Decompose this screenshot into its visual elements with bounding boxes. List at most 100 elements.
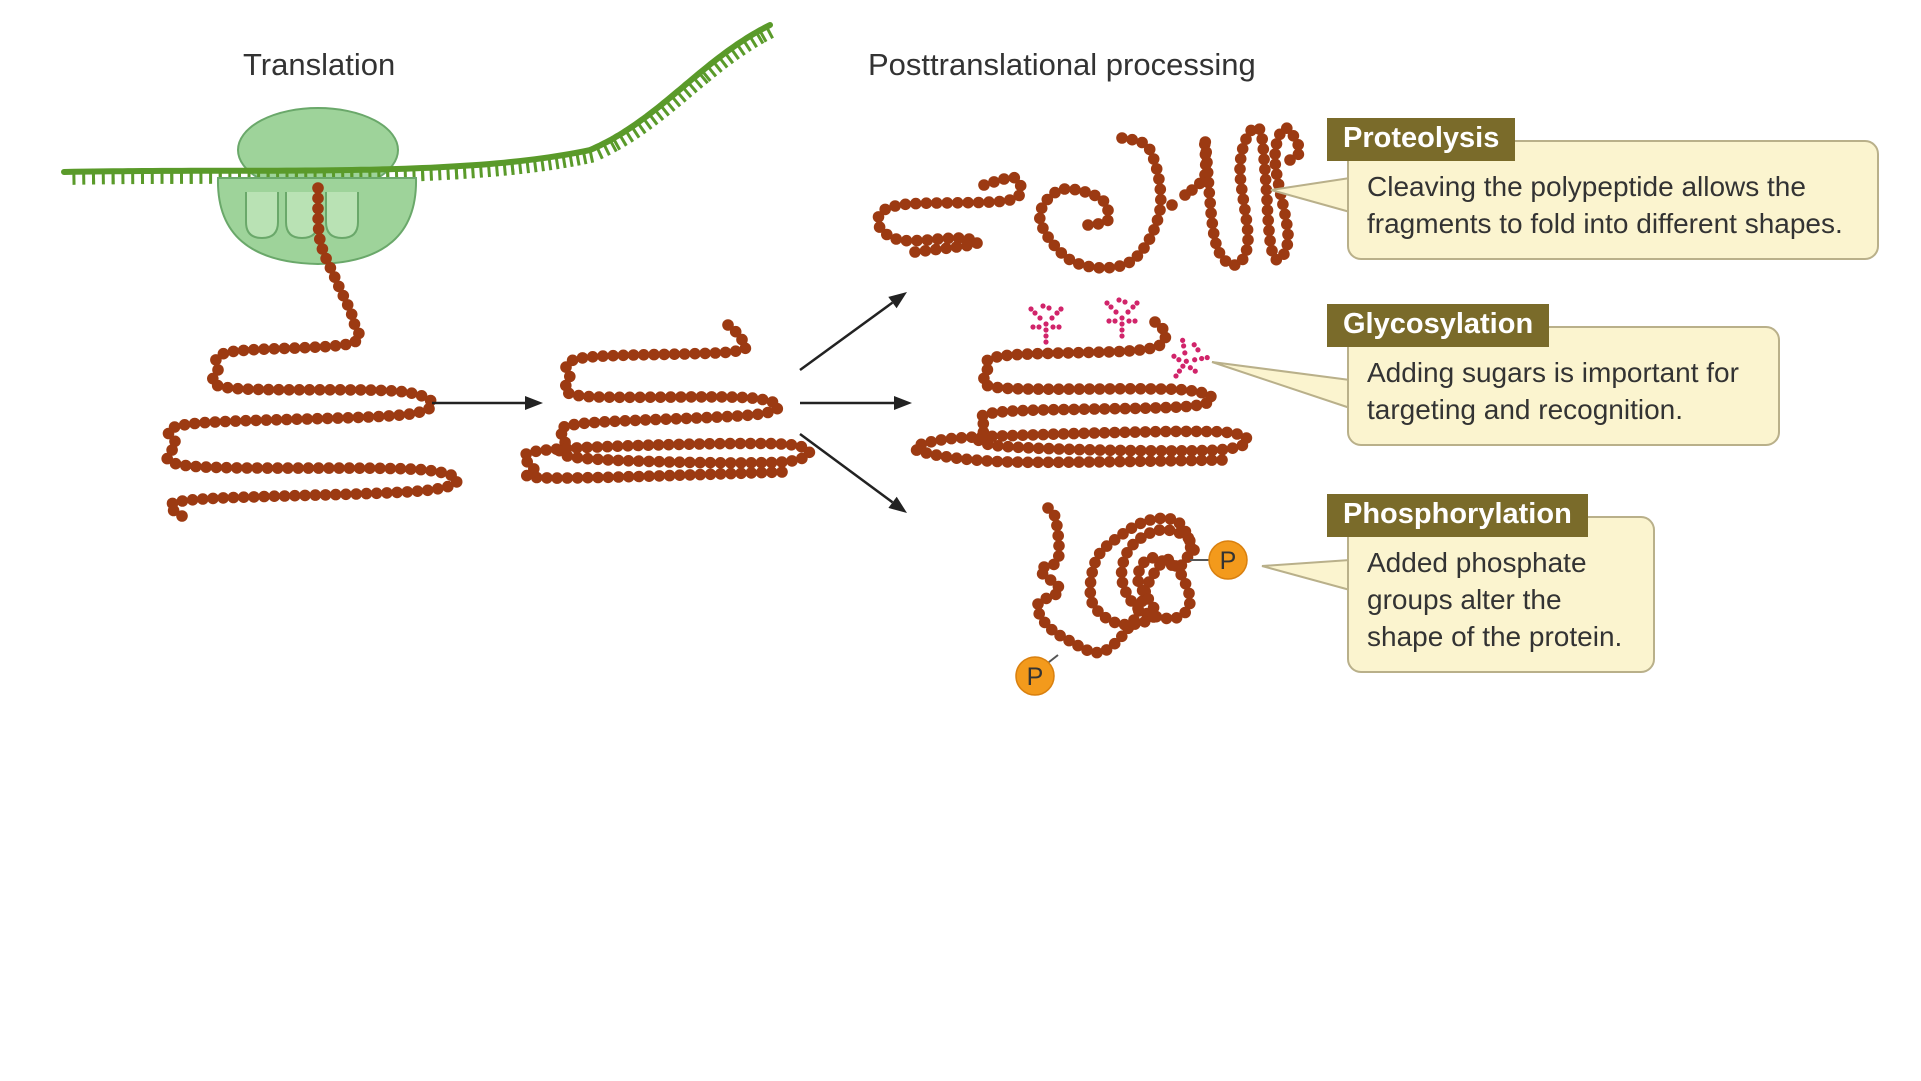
amino-acid-bead bbox=[755, 438, 767, 450]
sugar-dot bbox=[1119, 321, 1124, 326]
amino-acid-bead bbox=[385, 463, 397, 475]
ribosome-tunnel-1 bbox=[246, 192, 278, 238]
amino-acid-bead bbox=[581, 442, 593, 454]
amino-acid-bead bbox=[1033, 383, 1045, 395]
amino-acid-bead bbox=[1063, 347, 1075, 359]
amino-acid-bead bbox=[735, 457, 747, 469]
sugar-dot bbox=[1032, 310, 1037, 315]
amino-acid-bead bbox=[292, 462, 304, 474]
amino-acid-bead bbox=[386, 385, 398, 397]
amino-acid-bead bbox=[911, 444, 923, 456]
amino-acid-bead bbox=[920, 245, 932, 257]
mrna-tooth bbox=[439, 166, 440, 180]
amino-acid-bead bbox=[1279, 209, 1291, 221]
amino-acid-bead bbox=[1188, 544, 1200, 556]
amino-acid-bead bbox=[997, 430, 1009, 442]
amino-acid-bead bbox=[619, 415, 631, 427]
amino-acid-bead bbox=[346, 309, 358, 321]
amino-acid-bead bbox=[1179, 189, 1191, 201]
amino-acid-bead bbox=[1166, 445, 1178, 457]
amino-acid-bead bbox=[1068, 428, 1080, 440]
amino-acid-bead bbox=[1144, 343, 1156, 355]
amino-acid-bead bbox=[1254, 123, 1266, 135]
to-phosphorylation-arrow bbox=[800, 434, 907, 513]
amino-acid-bead bbox=[250, 415, 262, 427]
sugar-dot bbox=[1134, 300, 1139, 305]
amino-acid-bead bbox=[911, 235, 923, 247]
amino-acid-bead bbox=[664, 456, 676, 468]
amino-acid-bead bbox=[253, 384, 265, 396]
amino-acid-bead bbox=[1155, 383, 1167, 395]
mrna-tooth bbox=[677, 91, 686, 102]
amino-acid-bead bbox=[1034, 213, 1046, 225]
amino-acid-bead bbox=[404, 408, 416, 420]
amino-acid-bead bbox=[664, 470, 676, 482]
amino-acid-bead bbox=[900, 199, 912, 211]
amino-acid-bead bbox=[1086, 597, 1098, 609]
amino-acid-bead bbox=[373, 411, 385, 423]
amino-acid-bead bbox=[946, 433, 958, 445]
amino-acid-bead bbox=[643, 456, 655, 468]
mrna-tooth bbox=[472, 164, 473, 178]
amino-acid-bead bbox=[634, 392, 646, 404]
amino-acid-bead bbox=[1263, 225, 1275, 237]
amino-acid-bead bbox=[1001, 350, 1013, 362]
amino-acid-bead bbox=[222, 382, 234, 394]
amino-acid-bead bbox=[313, 223, 325, 235]
amino-acid-bead bbox=[363, 411, 375, 423]
amino-acid-bead bbox=[930, 244, 942, 256]
sugar-dot bbox=[1191, 356, 1198, 363]
amino-acid-bead bbox=[1038, 404, 1050, 416]
amino-acid-bead bbox=[406, 387, 418, 399]
amino-acid-bead bbox=[890, 233, 902, 245]
amino-acid-bead bbox=[238, 491, 250, 503]
amino-acid-bead bbox=[745, 438, 757, 450]
mrna-tooth bbox=[660, 105, 669, 116]
sugar-dot bbox=[1040, 303, 1045, 308]
amino-acid-bead bbox=[722, 411, 734, 423]
amino-acid-bead bbox=[1124, 456, 1136, 468]
mrna-tooth bbox=[527, 159, 529, 173]
amino-acid-bead bbox=[1078, 428, 1090, 440]
amino-acid-bead bbox=[1037, 429, 1049, 441]
amino-acid-bead bbox=[1089, 403, 1101, 415]
amino-acid-bead bbox=[696, 391, 708, 403]
amino-acid-bead bbox=[674, 469, 686, 481]
amino-acid-bead bbox=[340, 339, 352, 351]
amino-acid-bead bbox=[925, 436, 937, 448]
amino-acid-bead bbox=[982, 380, 994, 392]
amino-acid-bead bbox=[956, 432, 968, 444]
amino-acid-bead bbox=[1048, 428, 1060, 440]
sugar-dot bbox=[1104, 300, 1109, 305]
amino-acid-bead bbox=[1156, 445, 1168, 457]
amino-acid-bead bbox=[1017, 405, 1029, 417]
amino-acid-bead bbox=[1068, 404, 1080, 416]
amino-acid-bead bbox=[683, 438, 695, 450]
amino-acid-bead bbox=[746, 467, 758, 479]
amino-acid-bead bbox=[1093, 262, 1105, 274]
amino-acid-bead bbox=[648, 349, 660, 361]
amino-acid-bead bbox=[730, 345, 742, 357]
amino-acid-bead bbox=[1204, 197, 1216, 209]
amino-acid-bead bbox=[962, 197, 974, 209]
amino-acid-bead bbox=[304, 384, 316, 396]
amino-acid-bead bbox=[1119, 403, 1131, 415]
glycosylation-tag: Glycosylation bbox=[1327, 304, 1549, 347]
amino-acid-bead bbox=[1262, 215, 1274, 227]
amino-acid-bead bbox=[710, 347, 722, 359]
amino-acid-bead bbox=[1204, 187, 1216, 199]
amino-acid-bead bbox=[289, 490, 301, 502]
amino-acid-bead bbox=[983, 196, 995, 208]
amino-acid-bead bbox=[1022, 348, 1034, 360]
amino-acid-bead bbox=[563, 388, 575, 400]
amino-acid-bead bbox=[694, 438, 706, 450]
amino-acid-bead bbox=[176, 510, 188, 522]
amino-acid-bead bbox=[231, 462, 243, 474]
amino-acid-bead bbox=[624, 392, 636, 404]
mrna-tooth bbox=[707, 66, 716, 77]
amino-acid-bead bbox=[1134, 344, 1146, 356]
amino-acid-bead bbox=[1205, 207, 1217, 219]
amino-acid-bead bbox=[1175, 455, 1187, 467]
amino-acid-bead bbox=[303, 462, 315, 474]
amino-acid-bead bbox=[1002, 441, 1014, 453]
